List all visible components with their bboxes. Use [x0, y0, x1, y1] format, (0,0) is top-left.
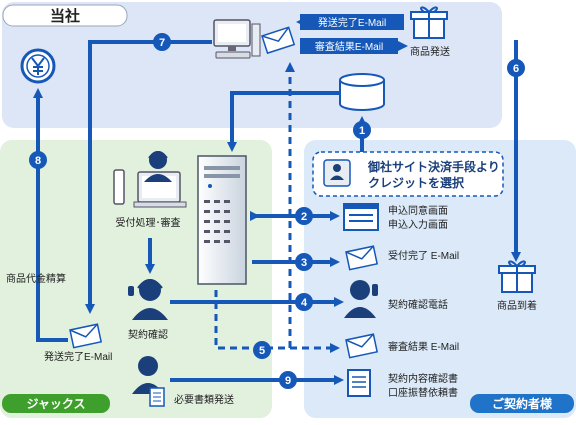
company-label: 当社	[50, 7, 80, 25]
contract-confirm-label: 契約確認	[128, 328, 168, 341]
svg-text:4: 4	[301, 297, 308, 309]
step-badge-8: 8	[29, 151, 47, 169]
company-label-box	[2, 4, 128, 27]
svg-text:1: 1	[359, 125, 365, 137]
gift-box-icon	[410, 6, 448, 39]
step-badge-3: 3	[295, 253, 313, 271]
product-shipment-label: 商品発送	[410, 45, 450, 58]
reception-complete-email-label: 受付完了 E-Mail	[388, 249, 459, 262]
envelope-icon	[69, 323, 103, 349]
jacks-label-box	[2, 394, 110, 413]
database-icon	[339, 73, 385, 111]
contractor-label: ご契約者様	[492, 396, 553, 411]
envelope-icon	[345, 245, 379, 271]
arrow-db-server	[227, 91, 340, 152]
review-result-email-label: 審査結果 E-Mail	[388, 340, 459, 353]
arrow-step5	[214, 290, 340, 353]
step-badge-7: 7	[153, 33, 171, 51]
computer-icon	[213, 19, 261, 59]
svg-text:9: 9	[285, 375, 291, 387]
reception-review-label: 受付処理･審査	[116, 216, 181, 229]
contract-documents-line2: 口座振替依頼書	[388, 386, 458, 399]
contract-documents-line1: 契約内容確認書	[388, 372, 458, 385]
contractor-label-box	[470, 394, 574, 413]
operator-icon	[113, 151, 187, 208]
svg-text:5: 5	[259, 345, 265, 357]
svg-text:7: 7	[159, 37, 165, 49]
shipping-email-top-box	[300, 14, 404, 30]
svg-text:2: 2	[301, 211, 307, 223]
application-screens-label: 申込同意画面 申込入力画面	[388, 204, 451, 231]
envelope-icon	[261, 26, 296, 55]
step-badge-1: 1	[353, 121, 371, 139]
step-badge-6: 6	[507, 59, 525, 77]
shipping-email-top-label: 発送完了E-Mail	[318, 16, 386, 29]
form-screen-icon	[343, 203, 379, 231]
arrow-step8	[33, 88, 68, 342]
person-icon	[344, 280, 378, 318]
product-payment-settlement-label: 商品代金精算	[6, 272, 66, 285]
step-badge-5: 5	[253, 341, 271, 359]
step-badge-4: 4	[295, 293, 313, 311]
document-icon	[149, 387, 165, 407]
product-arrival-label: 商品到着	[497, 299, 537, 312]
arrow-step7	[85, 40, 212, 314]
gift-box-icon	[498, 260, 536, 293]
application-screens-line1: 申込同意画面	[388, 204, 448, 217]
payment-selection-box: 御社サイト決済手段より クレジットを選択	[312, 151, 504, 197]
review-email-top-box	[300, 38, 398, 54]
step-badge-9: 9	[279, 371, 297, 389]
svg-text:6: 6	[513, 63, 519, 75]
contract-documents-label: 契約内容確認書 口座振替依頼書	[388, 372, 461, 399]
step-badge-2: 2	[295, 207, 313, 225]
yen-coin-icon	[20, 48, 56, 84]
jacks-label: ジャックス	[26, 397, 85, 411]
shipping-complete-email-label: 発送完了E-Mail	[44, 350, 112, 363]
svg-text:3: 3	[301, 257, 307, 269]
payment-selection-text: 御社サイト決済手段より クレジットを選択	[367, 159, 503, 190]
required-documents-label: 必要書類発送	[174, 393, 234, 406]
server-icon	[197, 155, 247, 285]
svg-text:8: 8	[35, 155, 41, 167]
payment-selection-line2: クレジットを選択	[368, 175, 465, 190]
application-screens-line2: 申込入力画面	[388, 218, 448, 231]
payment-selection-line1: 御社サイト決済手段より	[367, 159, 500, 174]
document-icon	[347, 369, 371, 397]
contract-confirm-call-label: 契約確認電話	[388, 298, 448, 311]
envelope-icon	[345, 333, 379, 359]
review-email-top-label: 審査結果E-Mail	[315, 40, 383, 53]
operator-icon	[128, 279, 168, 320]
